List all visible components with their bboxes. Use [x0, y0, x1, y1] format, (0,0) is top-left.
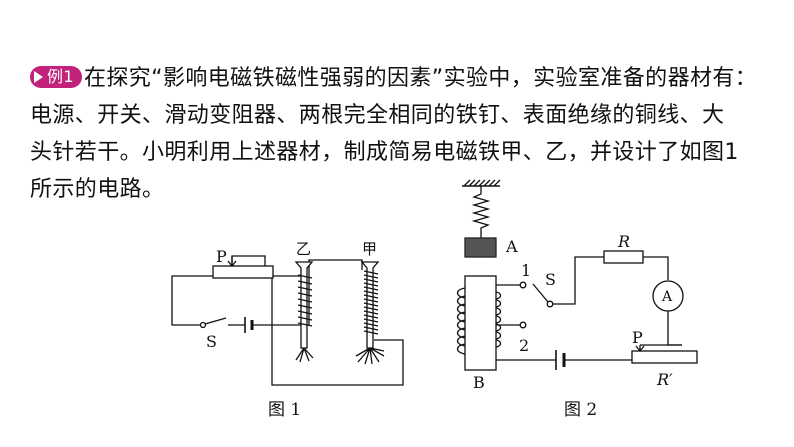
fig1-label-p: P: [216, 247, 227, 266]
fig2-terminal-1: [519, 281, 527, 289]
fig2-electromagnet-core: [464, 275, 497, 371]
question-line-1-text: 在探究“影响电磁铁磁性强弱的因素”实验中，实验室准备的器材有：: [83, 66, 758, 91]
fig1-rheostat: [212, 265, 274, 279]
fig2-label-1: 1: [521, 261, 531, 280]
fig1-wire-bottom: [271, 276, 404, 386]
fig2-switch-blade: [532, 283, 549, 303]
fig1-caption: 图 1: [268, 400, 301, 420]
question-line-4: 所示的电路。: [30, 177, 165, 202]
fig2-magnet-a: [464, 237, 497, 258]
fig2-wire-switch-r: [553, 256, 604, 305]
fig2-ceiling-hatch: [463, 179, 501, 187]
question-line-3: 头针若干。小明利用上述器材，制成简易电磁铁甲、乙，并设计了如图1: [30, 140, 739, 165]
fig2-wire-r-ammeter: [643, 256, 669, 280]
fig1-electromagnet-jia: [355, 261, 385, 365]
fig2-slider-arrow: [635, 345, 645, 353]
fig1-electromagnet-yi: [294, 261, 314, 363]
example-badge: 例1: [30, 66, 82, 88]
question-text: 例1 在探究“影响电磁铁磁性强弱的因素”实验中，实验室准备的器材有： 电源、开关、…: [30, 60, 780, 208]
play-triangle-icon: [34, 70, 43, 83]
fig2-label-b: B: [473, 373, 485, 392]
fig2-caption: 图 2: [564, 400, 597, 420]
fig1-label-jia: 甲: [362, 240, 377, 258]
fig2-label-rprime: R′: [656, 370, 673, 389]
fig2-label-p: P: [632, 328, 643, 347]
fig1-label-s: S: [206, 332, 217, 351]
figure2-circuit: [456, 179, 698, 371]
fig2-label-r: R: [617, 232, 630, 251]
fig2-resistor-r: [603, 250, 644, 264]
fig2-ammeter-label: A: [661, 289, 673, 305]
fig2-coil: [456, 287, 502, 355]
fig2-spring: [471, 186, 491, 238]
example-badge-label: 例1: [47, 67, 74, 86]
question-line-2: 电源、开关、滑动变阻器、两根完全相同的铁钉、表面绝缘的铜线、大: [30, 103, 725, 128]
fig1-switch-pivot: [199, 321, 207, 329]
fig2-rheostat: [631, 350, 698, 364]
fig2-switch-pivot: [546, 300, 554, 308]
fig1-slider-arrow: [227, 260, 237, 268]
fig1-label-yi: 乙: [296, 240, 311, 258]
question-line-1: 例1 在探究“影响电磁铁磁性强弱的因素”实验中，实验室准备的器材有：: [30, 60, 780, 97]
fig2-label-a: A: [505, 237, 518, 256]
fig2-terminal-mid: [519, 321, 527, 329]
fig2-wire-ammeter-rheostat: [667, 311, 682, 346]
fig2-label-s: S: [545, 270, 556, 289]
fig2-label-2: 2: [519, 336, 529, 355]
fig1-switch-blade: [204, 317, 227, 325]
fig1-wire-yi-jia: [308, 259, 363, 325]
figure1-circuit: [171, 255, 404, 386]
fig1-wire-left: [171, 275, 213, 326]
